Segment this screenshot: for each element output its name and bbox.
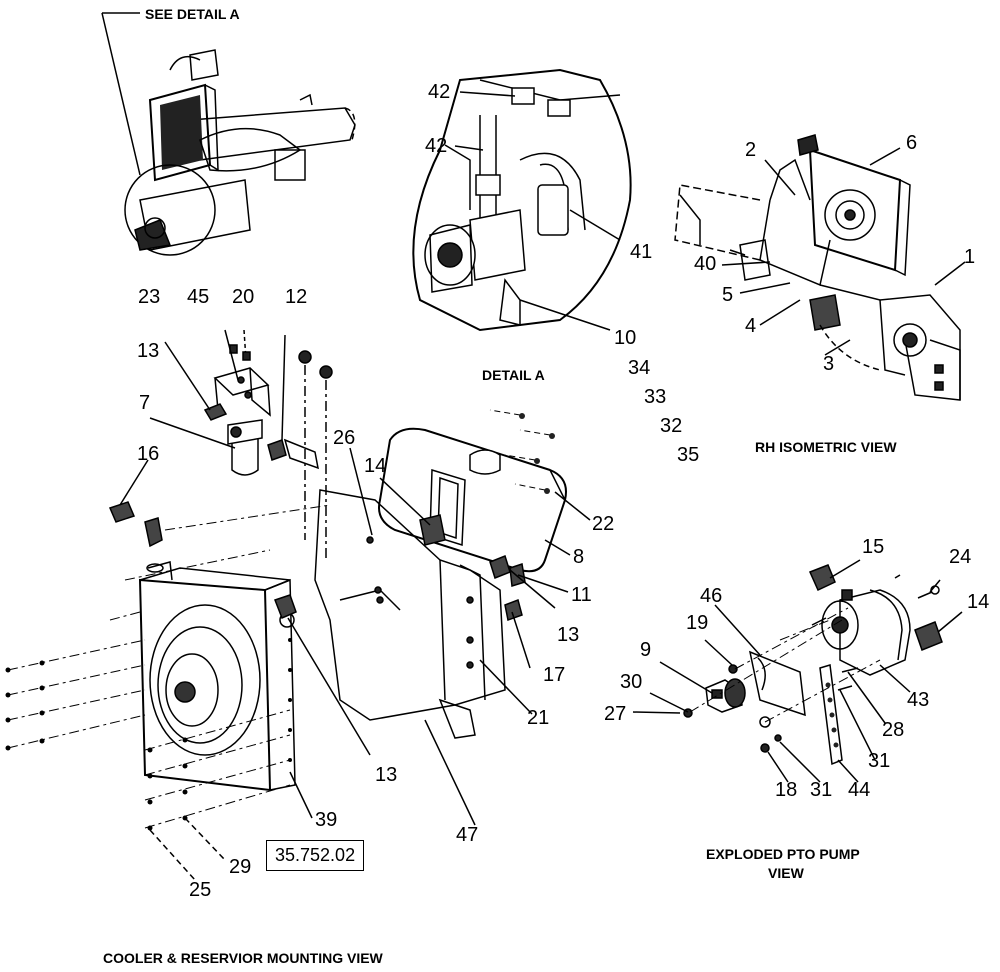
callout-17: 17 [543,664,566,686]
callout-26: 26 [333,427,356,449]
callout-18: 18 [775,779,798,801]
callout-46: 46 [700,585,723,607]
detail-a-caption: DETAIL A [482,367,545,383]
detail-a-drawing [412,68,632,332]
callout-21: 21 [527,707,550,729]
callout-44: 44 [848,779,871,801]
callout-2: 2 [745,139,757,161]
callout-13: 13 [557,624,580,646]
mounting-view-caption: COOLER & RESERVIOR MOUNTING VIEW [103,950,383,966]
callout-42: 42 [428,81,451,103]
callout-14: 14 [364,455,387,477]
pto-caption-line1: EXPLODED PTO PUMP [706,846,860,862]
callout-45: 45 [187,286,210,308]
callout-14: 14 [967,591,990,613]
overview-assembly-drawing [101,12,356,256]
reference-box: 35.752.02 [266,840,365,871]
callout-12: 12 [285,286,308,308]
callout-7: 7 [139,392,151,414]
callout-4: 4 [745,315,757,337]
callout-30: 30 [620,671,643,693]
callout-43: 43 [907,689,930,711]
rh-isometric-drawing [674,134,966,401]
callout-42: 42 [425,135,448,157]
callout-10: 10 [614,327,637,349]
callout-19: 19 [686,612,709,634]
see-detail-a-caption: SEE DETAIL A [145,6,240,22]
callout-35: 35 [677,444,700,466]
callout-31: 31 [868,750,891,772]
callout-13: 13 [137,340,160,362]
callout-28: 28 [882,719,905,741]
callout-16: 16 [137,443,160,465]
callout-5: 5 [722,284,734,306]
callout-6: 6 [906,132,918,154]
callout-34: 34 [628,357,651,379]
callout-11: 11 [571,584,592,606]
callout-15: 15 [862,536,885,558]
callout-1: 1 [964,246,976,268]
callout-23: 23 [138,286,161,308]
callout-40: 40 [694,253,717,275]
callout-13: 13 [375,764,398,786]
callout-8: 8 [573,546,585,568]
callout-32: 32 [660,415,683,437]
callout-24: 24 [949,546,972,568]
pto-caption-line2: VIEW [768,865,804,881]
callout-31: 31 [810,779,833,801]
cooler-reservoir-drawing [5,329,591,881]
callout-9: 9 [640,639,652,661]
callout-22: 22 [592,513,615,535]
rh-isometric-caption: RH ISOMETRIC VIEW [755,439,897,455]
callout-29: 29 [229,856,252,878]
callout-20: 20 [232,286,255,308]
callout-47: 47 [456,824,479,846]
callout-39: 39 [315,809,338,831]
callout-25: 25 [189,879,212,901]
callout-3: 3 [823,353,835,375]
pto-pump-drawing [632,559,963,783]
callout-41: 41 [630,241,653,263]
callout-27: 27 [604,703,627,725]
callout-33: 33 [644,386,667,408]
